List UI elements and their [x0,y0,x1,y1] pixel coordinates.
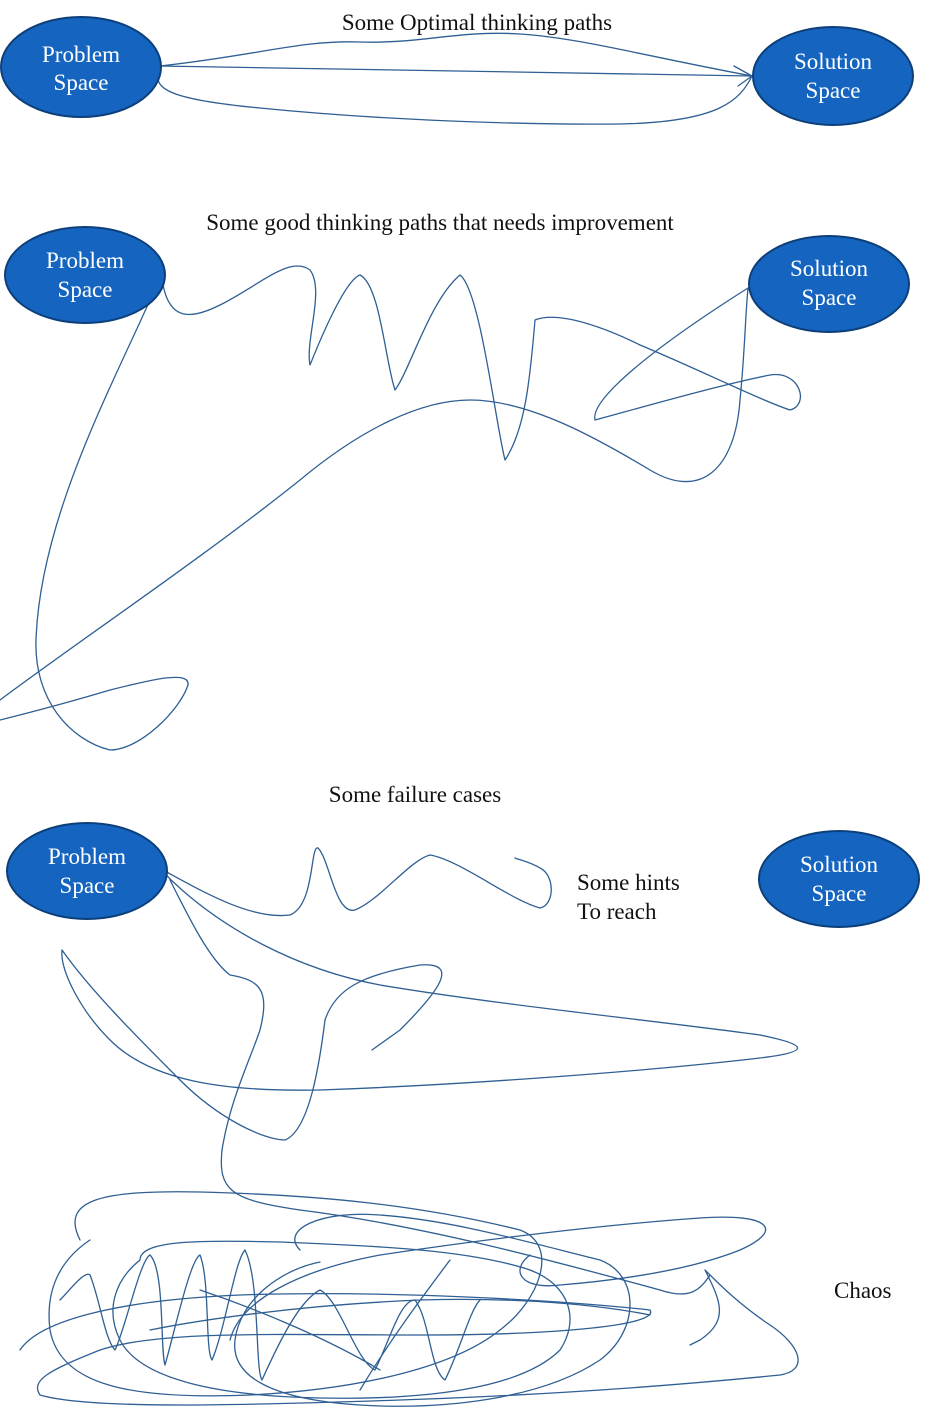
failure-problem-line2: Space [60,873,115,898]
chaos-right-sweep [229,1216,767,1341]
failure-solution-line2: Space [812,881,867,906]
chaos-big-swirl [19,1269,799,1406]
chaos-inner-loop-1 [112,1240,571,1399]
good-solution-node: Solution Space [748,235,910,333]
failure-problem-line1: Problem [48,844,126,869]
good-solution-line2: Space [802,285,857,310]
optimal-problem-node: Problem Space [0,16,162,118]
optimal-path-upper [159,32,753,77]
optimal-path-straight [159,65,753,77]
good-path-long-return [0,287,749,701]
chaos-scribble [19,1191,799,1407]
section-good-caption: Some good thinking paths that needs impr… [206,210,674,235]
optimal-solution-line1: Solution [794,49,872,74]
chaos-cross-line [149,1259,651,1391]
failure-problem-node: Problem Space [6,822,168,920]
hint-line2: To reach [577,899,657,924]
failure-paths [61,847,798,1295]
good-path-loop [0,299,189,751]
optimal-path-lower [157,69,753,125]
optimal-solution-node: Solution Space [752,26,914,126]
chaos-outer-loop [48,1191,543,1397]
failure-path-toward-hint [162,847,552,917]
good-solution-line1: Solution [790,256,868,281]
failure-solution-node: Solution Space [758,830,920,928]
optimal-problem-line2: Space [54,70,109,95]
chaos-inner-loop-2 [234,1213,631,1407]
failure-path-down-to-chaos [169,879,711,1295]
failure-solution-line1: Solution [800,852,878,877]
hint-line1: Some hints [577,870,680,895]
good-path-zigzag [162,265,801,461]
optimal-paths [157,32,753,125]
good-problem-line1: Problem [46,248,124,273]
good-paths [0,265,801,751]
optimal-problem-line1: Problem [42,42,120,67]
section-optimal-caption: Some Optimal thinking paths [342,10,612,35]
section-failure-caption: Some failure cases [329,782,501,807]
failure-path-long-loop [61,871,798,1141]
chaos-label: Chaos [834,1278,892,1303]
optimal-solution-line2: Space [806,78,861,103]
chaos-zigzag [59,1249,481,1381]
good-problem-node: Problem Space [4,226,166,324]
good-problem-line2: Space [58,277,113,302]
